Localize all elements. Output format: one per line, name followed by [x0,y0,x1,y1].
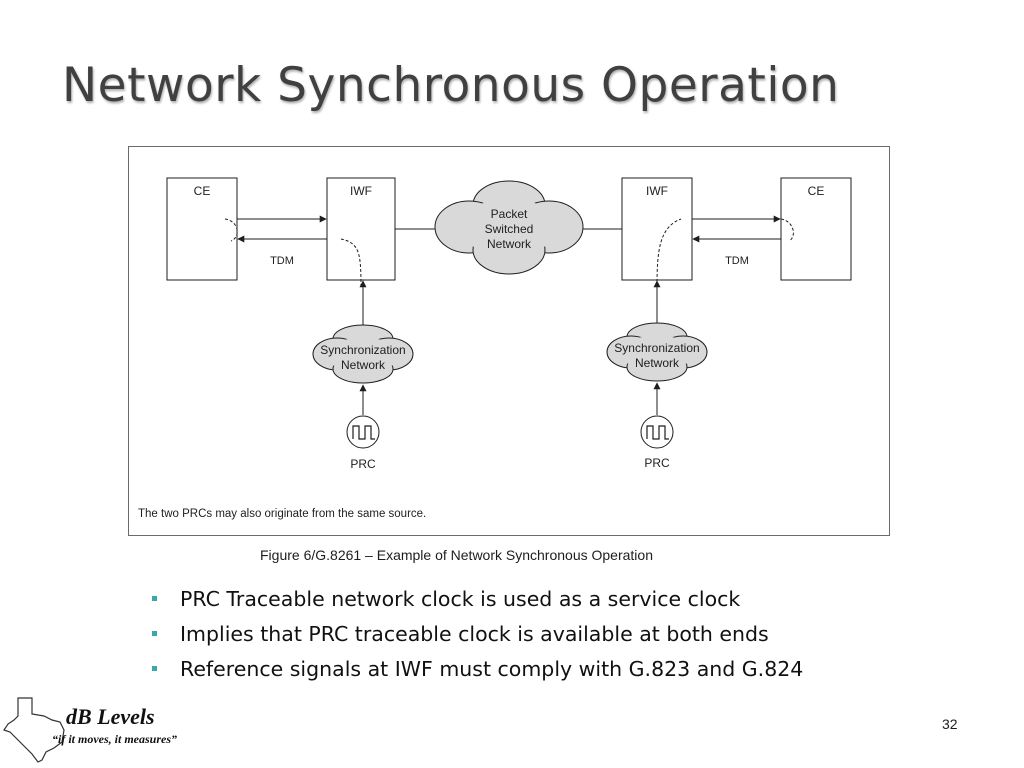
iwf-right-box [621,177,693,281]
bullet-item: Reference signals at IWF must comply wit… [150,654,803,689]
iwf-left-box [326,177,396,281]
bullet-marker [152,596,157,601]
sync-left-label-line-1: Synchronization [320,343,405,357]
page-number: 32 [942,716,958,732]
bullet-marker [152,666,157,671]
sync-left-label-line-2: Network [341,358,386,372]
sync-cloud-left-center [321,338,405,370]
iwf-left-label: IWF [350,184,372,198]
sync-right-label-line-2: Network [635,356,680,370]
texas-outline-icon [3,697,65,763]
bullet-item: Implies that PRC traceable clock is avai… [150,619,803,654]
prc-right-label: PRC [644,456,670,470]
slide-title: Network Synchronous Operation [62,58,840,113]
sync-cloud-right-center [615,336,699,368]
ce-left-label: CE [194,184,211,198]
company-logo: dB Levels “if it moves, it measures” [0,690,200,765]
tdm-right-label: TDM [725,255,749,267]
bullet-item: PRC Traceable network clock is used as a… [150,584,803,619]
psn-label-line-2: Switched [485,222,534,236]
ce-right-loop [780,218,794,242]
bullet-text: Implies that PRC traceable clock is avai… [180,622,769,646]
ce-right-label: CE [808,184,825,198]
figure-caption: Figure 6/G.8261 – Example of Network Syn… [260,547,653,563]
ce-left-loop [224,218,238,242]
prc-left-label: PRC [350,457,376,471]
iwf-right-label: IWF [646,184,668,198]
diagram-note: The two PRCs may also originate from the… [138,508,426,520]
sync-right-label-line-1: Synchronization [614,341,699,355]
logo-name: dB Levels [66,704,155,729]
figure-frame: CE IWF IWF CE TDM TDM Packet Switched Ne… [128,146,890,536]
iwf-right-internal [656,218,682,288]
psn-label-line-3: Network [487,237,532,251]
network-diagram: CE IWF IWF CE TDM TDM Packet Switched Ne… [138,177,852,520]
bullet-text: Reference signals at IWF must comply wit… [180,657,804,681]
prc-left-clock-icon [346,415,380,449]
logo-tagline: “if it moves, it measures” [52,732,177,746]
iwf-left-internal [340,238,362,288]
psn-label-line-1: Packet [491,207,528,221]
psn-cloud-center [459,199,559,255]
ce-left-box [166,177,238,281]
bullet-marker [152,631,157,636]
tdm-left-label: TDM [270,255,294,267]
bullet-text: PRC Traceable network clock is used as a… [180,587,741,611]
prc-right-clock-icon [640,415,674,449]
bullet-list: PRC Traceable network clock is used as a… [150,584,803,689]
